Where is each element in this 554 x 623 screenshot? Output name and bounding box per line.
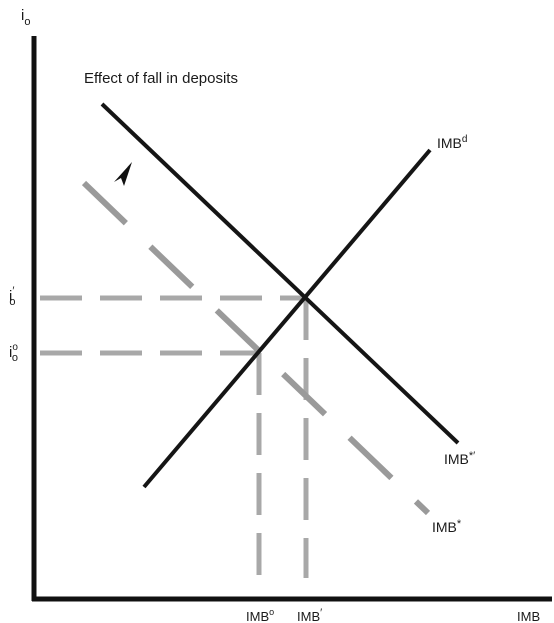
x-tick-imb-zero: IMBo <box>246 607 274 623</box>
x-tick-imb-prime: IMB′ <box>297 607 322 623</box>
diagram-title: Effect of fall in deposits <box>84 70 238 87</box>
y-axis-label: io <box>21 7 30 28</box>
supply-curve-imb-star-prime <box>100 102 460 445</box>
demand-curve-imb-d <box>142 148 432 489</box>
shift-arrow-icon <box>114 162 132 186</box>
supply-curve-imb-star <box>81 180 431 516</box>
curve-label-imb-d: IMBd <box>437 134 467 151</box>
y-tick-i-prime: i′o <box>9 285 16 308</box>
curve-label-imb-star: IMB* <box>432 518 462 535</box>
x-axis-label: IMB <box>517 609 540 623</box>
curve-label-imb-star-prime: IMB*′ <box>444 450 475 467</box>
